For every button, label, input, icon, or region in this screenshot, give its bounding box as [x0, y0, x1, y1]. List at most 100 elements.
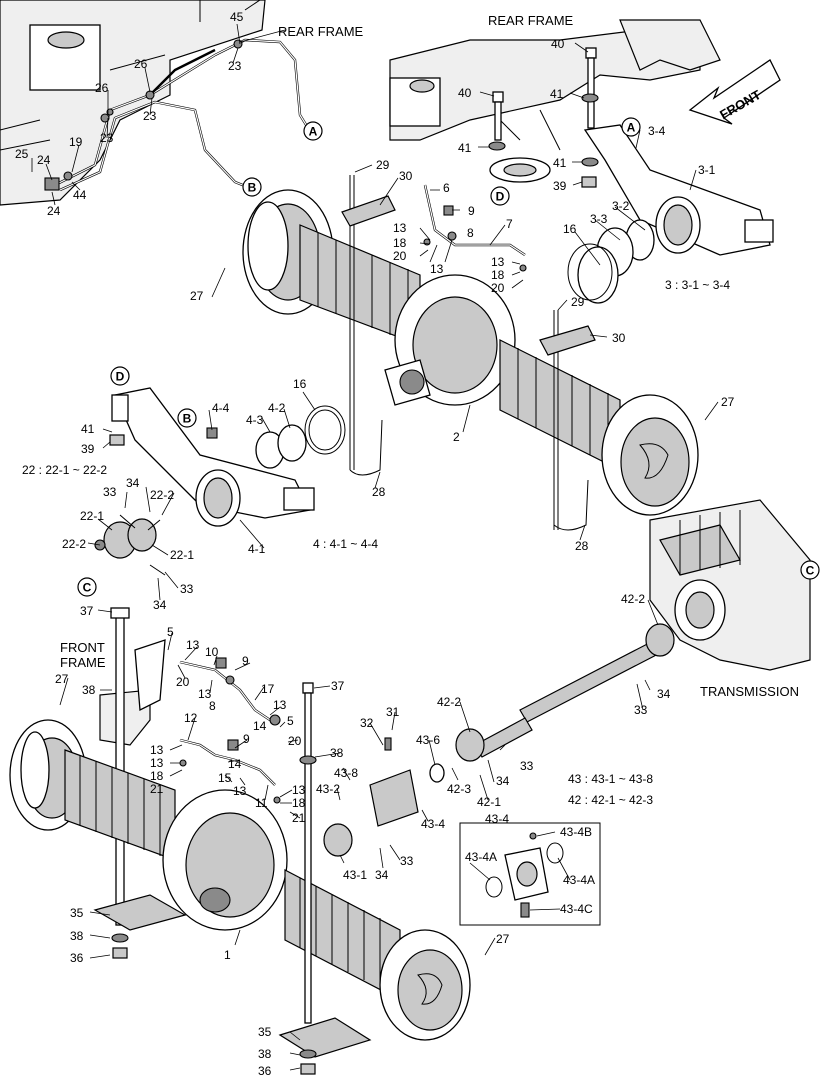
rear-pads [341, 195, 596, 356]
part-number: 26 [95, 81, 109, 95]
part-number: 13 [273, 698, 287, 712]
part-number: 33 [180, 582, 194, 596]
part-number: 28 [575, 539, 589, 553]
part-number: 27 [496, 932, 510, 946]
part-number: 13 [233, 784, 247, 798]
part-number: 13 [150, 743, 164, 757]
part-number: 33 [103, 485, 117, 499]
part-number: 10 [205, 645, 219, 659]
group-43-note: 43 : 43-1 ~ 43-8 [568, 772, 653, 786]
part-number: 3-1 [698, 163, 716, 177]
part-number: 45 [230, 10, 244, 24]
label-front-frame-1: FRONT [60, 640, 105, 655]
rear-seals [304, 243, 613, 455]
part-number: 41 [553, 156, 567, 170]
part-number: 35 [258, 1025, 272, 1039]
part-number: 36 [70, 951, 84, 965]
part-number: 22-1 [170, 548, 194, 562]
label-rear-frame-left: REAR FRAME [278, 24, 364, 39]
front-axle-assembly [9, 719, 471, 1041]
group-3-note: 3 : 3-1 ~ 3-4 [665, 278, 730, 292]
part-number: 7 [506, 217, 513, 231]
part-number: 44 [73, 188, 87, 202]
part-number: 37 [331, 679, 345, 693]
part-number: 23 [100, 131, 114, 145]
part-number: 33 [400, 854, 414, 868]
part-number: 40 [458, 86, 472, 100]
part-number: 16 [563, 222, 577, 236]
part-number: 14 [253, 719, 267, 733]
callout-a-left: A [303, 121, 323, 141]
part-number: 22-2 [62, 537, 86, 551]
part-number: 3-2 [612, 199, 630, 213]
part-number: 23 [143, 109, 157, 123]
part-number: 13 [292, 783, 306, 797]
part-number: 39 [81, 442, 95, 456]
part-number: 41 [81, 422, 95, 436]
part-number: 18 [491, 268, 505, 282]
svg-text:A: A [309, 125, 318, 139]
part-number: 38 [330, 746, 344, 760]
part-number: 34 [126, 476, 140, 490]
part-number: 27 [190, 289, 204, 303]
rear-brake-lines [44, 38, 310, 192]
part-number: 22-1 [80, 509, 104, 523]
front-studs-plates [93, 682, 372, 1075]
part-number: 4-4 [212, 401, 230, 415]
part-number: 24 [37, 153, 51, 167]
part-number: 20 [176, 675, 190, 689]
part-number: 43-4C [560, 902, 593, 916]
part-number: 13 [430, 262, 444, 276]
svg-text:B: B [248, 181, 257, 195]
part-number: 4-1 [248, 542, 266, 556]
part-number: 29 [571, 295, 585, 309]
group-22-note: 22 : 22-1 ~ 22-2 [22, 463, 107, 477]
part-number: 34 [153, 598, 167, 612]
part-number: 34 [496, 774, 510, 788]
part-number: 22-2 [150, 488, 174, 502]
rear-axle-assembly [242, 189, 699, 516]
part-number: 19 [69, 135, 83, 149]
part-number: 28 [372, 485, 386, 499]
inset-title: 43-4 [485, 812, 509, 826]
part-number: 3-4 [648, 124, 666, 138]
rear-frame-right [389, 19, 721, 183]
part-number: 31 [386, 705, 400, 719]
part-number: 13 [186, 638, 200, 652]
part-numbers-drive-shafts: 42-2 34 33 42-2 31 32 43-6 33 43-8 43-2 … [316, 592, 671, 882]
part-number: 4-2 [268, 401, 286, 415]
part-number: 30 [399, 169, 413, 183]
group-42-note: 42 : 42-1 ~ 42-3 [568, 793, 653, 807]
part-number: 30 [612, 331, 626, 345]
callout-d-left: D [110, 366, 130, 386]
part-number: 36 [258, 1064, 272, 1078]
part-number: 38 [258, 1047, 272, 1061]
part-number: 34 [657, 687, 671, 701]
part-number: 39 [553, 179, 567, 193]
part-number: 18 [292, 796, 306, 810]
part-number: 38 [70, 929, 84, 943]
part-number: 20 [288, 734, 302, 748]
rear-bracket-4 [109, 387, 315, 527]
part-number: 13 [198, 687, 212, 701]
part-number: 20 [491, 281, 505, 295]
part-numbers-rear-axle: 40 40 41 41 41 39 3-4 3-1 3-2 3-3 16 29 … [190, 37, 735, 553]
part-number: 20 [393, 249, 407, 263]
part-number: 43-8 [334, 766, 358, 780]
part-number: 9 [468, 204, 475, 218]
rear-trunnion-bracket [577, 124, 774, 304]
part-number: 5 [287, 714, 294, 728]
part-number: 38 [82, 683, 96, 697]
part-number: 3-3 [590, 212, 608, 226]
label-rear-frame-right: REAR FRAME [488, 13, 574, 28]
part-number: 42-2 [437, 695, 461, 709]
svg-text:A: A [627, 121, 636, 135]
part-number: 27 [721, 395, 735, 409]
callout-b-left-2: B [177, 408, 197, 428]
part-number: 26 [134, 57, 148, 71]
part-numbers-front-axle: 37 5 13 10 9 27 38 20 13 8 17 13 14 37 1… [55, 604, 510, 1078]
part-number: 33 [520, 759, 534, 773]
part-number: 32 [360, 716, 374, 730]
part-number: 24 [47, 204, 61, 218]
part-number: 9 [242, 654, 249, 668]
